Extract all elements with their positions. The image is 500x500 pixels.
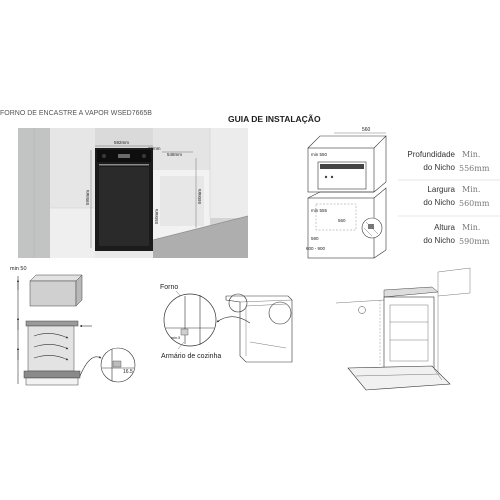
- dim-top-clearance: min 50: [10, 266, 27, 272]
- oven-door-glass: [99, 167, 149, 246]
- dim-niche-height: 550mm: [154, 209, 159, 224]
- drawing-oven-panel: [320, 164, 364, 169]
- spec-height: Altura do Nicho Min. 590mm: [423, 223, 489, 246]
- detail-value: 16.5: [123, 369, 133, 375]
- dim-height-range: 600 - 900: [306, 246, 326, 251]
- leader-line: [177, 341, 185, 350]
- dim-oven-height: 595mm: [85, 190, 90, 205]
- base-slab: [23, 370, 81, 379]
- dim-oven-width: 592mm: [114, 140, 129, 145]
- niche-back-panel: [160, 176, 204, 226]
- spec-depth-value-1: Min.: [462, 150, 480, 159]
- detail-gap: min.5: [171, 336, 180, 340]
- upper-cabinet-side: [373, 136, 387, 193]
- drawing-oven: [317, 161, 367, 190]
- detail-hatch: [363, 227, 373, 237]
- curved-arrow-icon: [79, 355, 102, 377]
- built-in-oven: [95, 148, 153, 251]
- kitchen-photo: 592mm 20mm 548mm 560mm 595mm 550mm: [18, 128, 248, 258]
- upper-cabinet: [29, 280, 77, 307]
- oven-knob-left: [102, 154, 106, 158]
- cabinet-label: Armário de cozinha: [161, 353, 221, 360]
- lower-cabinet-side: [373, 187, 387, 259]
- zoom-detail-circle: [163, 293, 217, 347]
- cabinet-above-oven: [95, 128, 153, 148]
- counter-line: [335, 299, 385, 304]
- spec-depth-value-2: 556mm: [459, 164, 490, 173]
- spec-depth: Profundidade do Nicho Min. 556mm: [407, 150, 489, 173]
- counter-line: [437, 292, 471, 297]
- plinth: [25, 377, 79, 386]
- curved-arrow-icon: [216, 316, 251, 324]
- cabinet-top-slab: [25, 320, 79, 327]
- drawer-below-oven: [95, 251, 153, 258]
- oven-frame: [225, 295, 293, 363]
- airflow-arrow-icon: [33, 355, 69, 361]
- frame-edge: [249, 341, 287, 349]
- oven-top-strip: [383, 286, 439, 298]
- spec-height-value-2: 590mm: [459, 237, 490, 246]
- spec-depth-label-2: do Nicho: [423, 163, 455, 172]
- mounting-diagram: Forno min.5 Armário de cozinha: [160, 284, 293, 363]
- dim-upper-depth: min 550: [311, 152, 328, 157]
- detail-block: [180, 328, 189, 336]
- dim-lower-width: 560: [338, 218, 346, 223]
- left-upper-cabinet: [50, 128, 95, 208]
- spec-height-value-1: Min.: [462, 223, 480, 232]
- niche-oven-cavity: [389, 304, 429, 362]
- frame-edge: [245, 303, 287, 307]
- open-oven-door: [347, 365, 451, 391]
- oven-knob-right: [142, 154, 146, 158]
- lower-cabinet-inner-outline: [315, 203, 357, 231]
- spec-height-label-2: do Nicho: [423, 236, 455, 245]
- dim-lower-depth: min 555: [311, 208, 328, 213]
- wall-edge: [437, 267, 471, 273]
- spec-height-label-1: Altura: [434, 223, 455, 232]
- niche-oven-body: [383, 296, 435, 370]
- left-lower-cabinet: [50, 208, 95, 258]
- upper-cabinet-top: [29, 274, 83, 282]
- installed-oven-diagram: [335, 267, 471, 391]
- airflow-arrow-icon: [33, 333, 69, 339]
- spec-width-value-1: Min.: [462, 185, 480, 194]
- spec-depth-label-1: Profundidade: [407, 150, 455, 159]
- lower-cabinet-top: [307, 191, 374, 199]
- dim-height: 590: [311, 236, 319, 241]
- spec-width: Largura do Nicho Min. 560mm: [423, 185, 489, 208]
- guide-title: GUIA DE INSTALAÇÃO: [228, 114, 321, 124]
- dim-top-width: 560: [362, 127, 371, 133]
- dim-top-gap: 20mm: [148, 146, 161, 151]
- drawing-oven-knob: [324, 175, 328, 179]
- niche-technical-drawing: 560 min 550 min 555 560 590 600 - 900: [306, 127, 387, 259]
- detail-bracket: [368, 224, 374, 229]
- fixing-point-circle: [228, 293, 248, 313]
- niche-specs-panel: Profundidade do Nicho Min. 556mm Largura…: [398, 150, 500, 246]
- fixing-point-circle: [268, 301, 292, 325]
- upper-cabinet-top: [307, 135, 387, 149]
- detail-block: [112, 360, 122, 368]
- right-tall-cabinet: [210, 128, 248, 218]
- side-panel-edge: [433, 368, 443, 381]
- oven-label: Forno: [160, 284, 178, 291]
- product-title: FORNO DE ENCASTRE A VAPOR WSED7665B: [0, 110, 152, 117]
- door-handle: [355, 373, 441, 377]
- spec-width-label-1: Largura: [427, 185, 455, 194]
- ventilation-diagram: min 50 16.5: [10, 266, 136, 386]
- drawing-oven-knob: [330, 175, 334, 179]
- screw-icon: [358, 306, 366, 314]
- frame-edge: [239, 299, 293, 303]
- airflow-arrow-icon: [33, 344, 69, 350]
- dim-niche-height-right: 560mm: [197, 189, 202, 204]
- oven-door-handle: [99, 164, 149, 166]
- spec-width-label-2: do Nicho: [423, 198, 455, 207]
- spec-width-value-2: 560mm: [459, 199, 490, 208]
- countertop-edge: [152, 215, 248, 241]
- dim-depth: 548mm: [167, 152, 182, 157]
- oven-display: [118, 154, 130, 158]
- countertop: [153, 216, 248, 258]
- upper-cabinet-side: [75, 274, 83, 307]
